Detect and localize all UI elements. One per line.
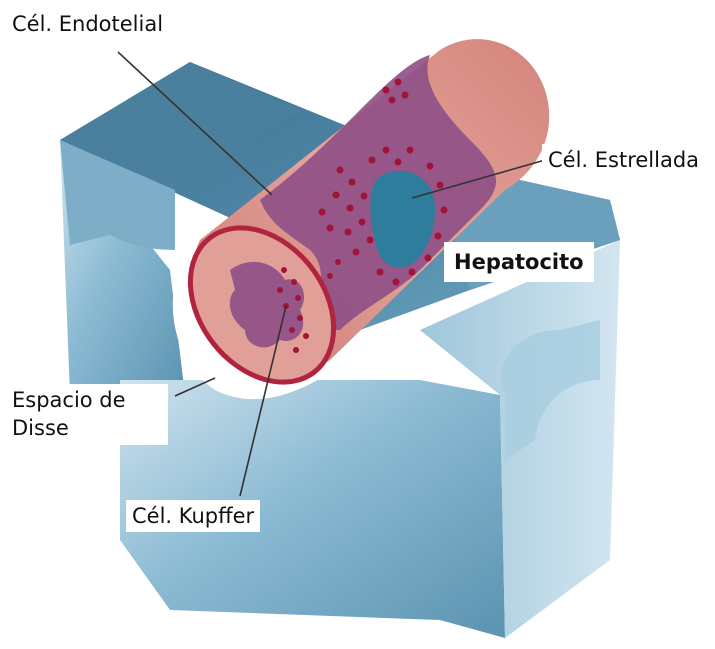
label-endothelial-cell: Cél. Endotelial — [6, 8, 169, 40]
label-stellate-cell: Cél. Estrellada — [542, 144, 705, 176]
label-disse-line2: Disse — [12, 416, 69, 440]
label-hepatocyte: Hepatocito — [444, 242, 594, 282]
label-disse-line1: Espacio de — [12, 388, 126, 412]
label-kupffer-cell: Cél. Kupffer — [126, 500, 260, 532]
label-space-of-disse: Espacio de Disse — [6, 384, 168, 445]
